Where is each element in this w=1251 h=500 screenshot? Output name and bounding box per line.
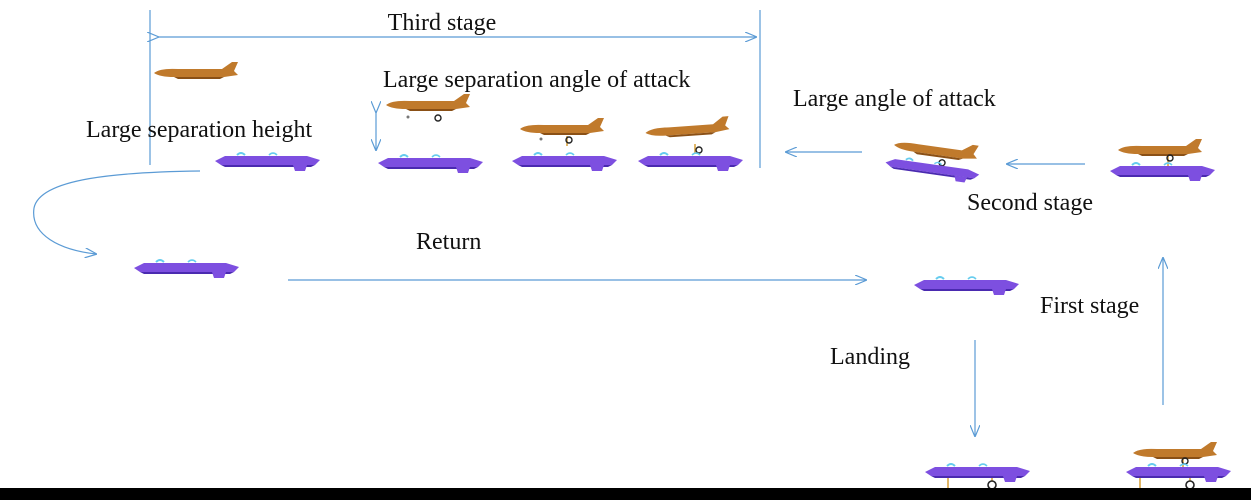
carrier-aircraft-separated <box>214 152 321 172</box>
carrier-aircraft <box>1109 162 1216 182</box>
parasite-aircraft <box>386 94 470 111</box>
label-large-angle: Large angle of attack <box>793 86 996 112</box>
separation-group-1 <box>377 94 484 174</box>
parasite-aircraft <box>1133 442 1217 459</box>
carrier-aircraft <box>377 154 484 174</box>
carrier-aircraft <box>637 152 744 172</box>
separation-group-3 <box>637 116 744 172</box>
carrier-aircraft-landed <box>924 463 1031 490</box>
parasite-aircraft-separated <box>154 62 238 79</box>
second-stage-pair-level <box>1109 139 1216 182</box>
parasite-aircraft <box>520 118 604 135</box>
separation-group-2 <box>511 118 618 172</box>
label-third-stage: Third stage <box>388 10 497 36</box>
bottom-black-bar <box>0 488 1251 500</box>
label-return: Return <box>416 229 481 255</box>
carrier-aircraft <box>924 463 1031 483</box>
parasite-aircraft <box>1118 139 1202 156</box>
gear-wheel <box>434 114 442 122</box>
label-large-separation-angle: Large separation angle of attack <box>383 67 690 93</box>
carrier-aircraft <box>883 154 982 186</box>
parasite-aircraft <box>893 134 979 163</box>
carrier-aircraft-returning <box>913 276 1020 296</box>
gear-wheel <box>1166 154 1174 162</box>
carrier-aircraft <box>1125 463 1232 483</box>
parasite-aircraft <box>644 116 730 139</box>
label-large-separation-height: Large separation height <box>86 117 312 143</box>
release-point <box>406 115 410 119</box>
carrier-aircraft-turning <box>133 259 240 279</box>
takeoff-pair-ground <box>1125 442 1232 490</box>
release-point <box>539 137 543 141</box>
turnaround-arrow <box>33 170 201 254</box>
label-second-stage: Second stage <box>967 190 1093 216</box>
gear-wheel <box>565 136 573 144</box>
gear-wheel <box>695 146 703 154</box>
carrier-aircraft <box>511 152 618 172</box>
second-stage-pair-pitched <box>883 134 982 186</box>
label-landing: Landing <box>830 344 910 370</box>
label-first-stage: First stage <box>1040 293 1139 319</box>
